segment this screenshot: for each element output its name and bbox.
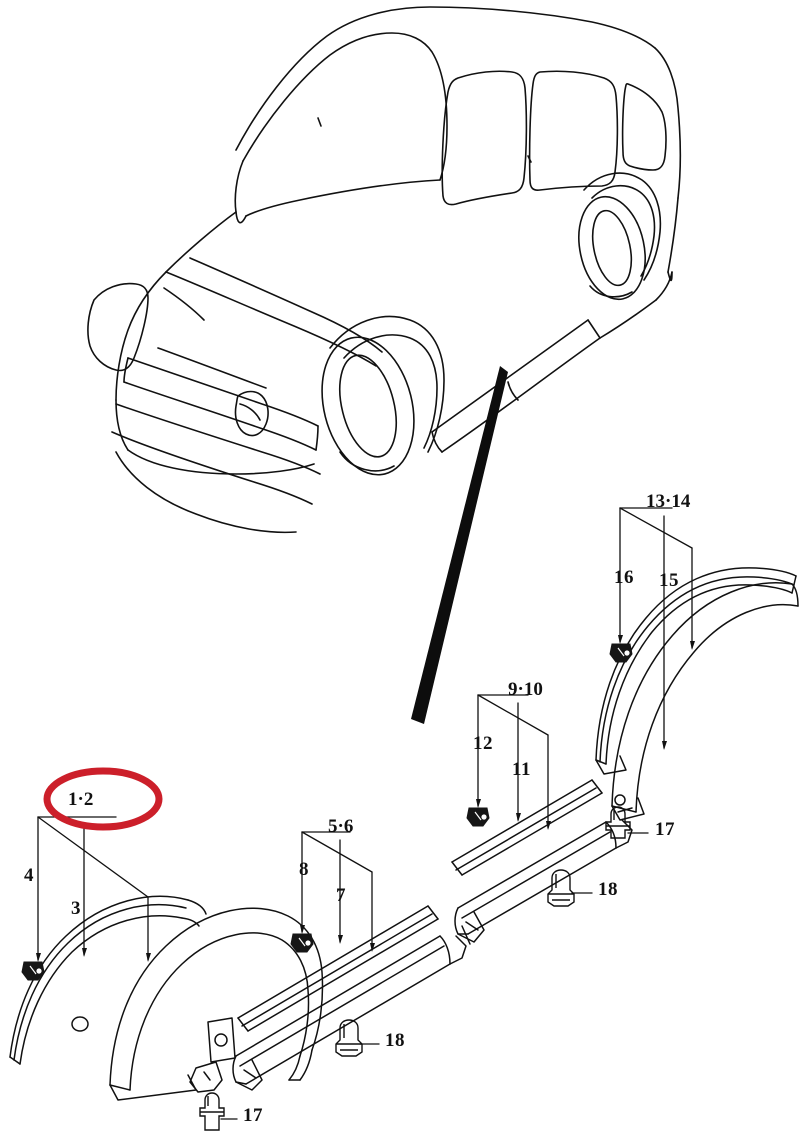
callout-1-2: 1·2 [68,789,94,810]
rear-side-sill-molding-part [451,779,633,945]
nut-icon-18a [547,869,575,907]
black-wedge-pointer [411,366,508,724]
callout-15: 15 [659,570,679,591]
clip-icon-12 [466,807,490,827]
callout-18-right: 18 [598,879,618,900]
clip-icon-4 [21,961,45,981]
callout-9-10: 9·10 [508,679,543,700]
nut-icon-18b [335,1019,363,1057]
pin-icon-17a [605,806,631,839]
callout-17-bottom: 17 [243,1105,263,1126]
red-ellipse-highlight [43,767,163,831]
clip-icon-8 [290,933,314,953]
callout-12: 12 [473,733,493,754]
callout-17-right: 17 [655,819,675,840]
vehicle-illustration [87,6,682,534]
rear-wheel-arch-flare-part [595,567,799,821]
leader-lines [36,507,695,1120]
callout-3: 3 [71,898,81,919]
clip-icon-16 [609,643,633,663]
callout-13-14: 13·14 [646,491,691,512]
front-wheel-arch-flare-part [9,895,324,1101]
front-side-sill-molding-part [232,905,467,1091]
callout-11: 11 [512,759,531,780]
fastener-icons [21,643,633,1131]
callout-8: 8 [299,859,309,880]
pin-icon-17b [199,1092,225,1131]
callout-18-bottom: 18 [385,1030,405,1051]
callout-4: 4 [24,865,34,886]
callout-16: 16 [614,567,634,588]
callout-7: 7 [336,885,346,906]
callout-5-6: 5·6 [328,816,354,837]
